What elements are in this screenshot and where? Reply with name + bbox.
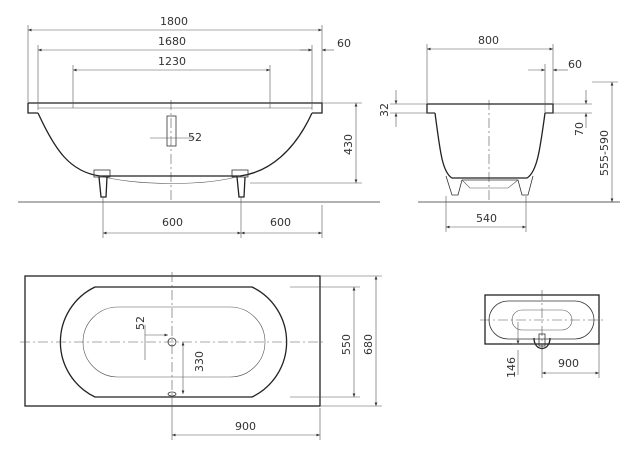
small-plan-view: 146 900 bbox=[480, 290, 605, 378]
side-waste-fitting bbox=[166, 115, 177, 147]
dim-label-680: 680 bbox=[362, 334, 375, 355]
dim-label-800: 800 bbox=[478, 34, 499, 47]
dim-label-430: 430 bbox=[342, 134, 355, 155]
dim-label-feet-left: 600 bbox=[162, 216, 183, 229]
side-view: 1800 1680 1230 60 52 430 600 600 bbox=[18, 15, 380, 238]
plan-bath-bottom-outline bbox=[82, 306, 266, 378]
dim-label-1800: 1800 bbox=[160, 15, 188, 28]
side-bath-bottom bbox=[99, 175, 241, 184]
dim-label-1230: 1230 bbox=[158, 55, 186, 68]
dim-label-end-rim-60: 60 bbox=[568, 58, 582, 71]
end-rim bbox=[426, 103, 554, 114]
end-bath-body bbox=[434, 112, 546, 179]
side-bath-body bbox=[37, 112, 313, 177]
dim-label-540: 540 bbox=[476, 212, 497, 225]
side-rim bbox=[27, 102, 323, 114]
small-plan-inner-outline bbox=[488, 300, 595, 340]
dim-label-plan-52: 52 bbox=[134, 316, 147, 330]
dim-label-side-waste-52: 52 bbox=[188, 131, 202, 144]
plan-waste-drain bbox=[167, 337, 177, 347]
dim-label-555-590: 555-590 bbox=[598, 130, 611, 176]
dim-label-330: 330 bbox=[193, 351, 206, 372]
dim-label-side-rim-60: 60 bbox=[337, 37, 351, 50]
dim-label-550: 550 bbox=[340, 334, 353, 355]
dim-label-146: 146 bbox=[505, 357, 518, 378]
end-view: 800 60 32 70 555-590 540 bbox=[378, 34, 620, 232]
dim-label-feet-right: 600 bbox=[270, 216, 291, 229]
side-foot-right bbox=[231, 169, 249, 198]
end-support-bar bbox=[461, 179, 519, 189]
small-plan-bottom-outline bbox=[511, 309, 573, 331]
end-support-frame bbox=[445, 175, 534, 196]
plan-overflow bbox=[167, 391, 177, 397]
dim-label-plan-900: 900 bbox=[235, 420, 256, 433]
side-foot-left bbox=[93, 169, 111, 198]
dim-label-small-900: 900 bbox=[558, 357, 579, 370]
dim-label-32: 32 bbox=[378, 103, 391, 117]
dim-label-70: 70 bbox=[573, 122, 586, 136]
plan-bath-inner-outline bbox=[59, 286, 288, 398]
plan-view: 52 330 550 680 900 bbox=[20, 272, 382, 440]
plan-outer-rim bbox=[24, 275, 321, 407]
dim-label-1680: 1680 bbox=[158, 35, 186, 48]
